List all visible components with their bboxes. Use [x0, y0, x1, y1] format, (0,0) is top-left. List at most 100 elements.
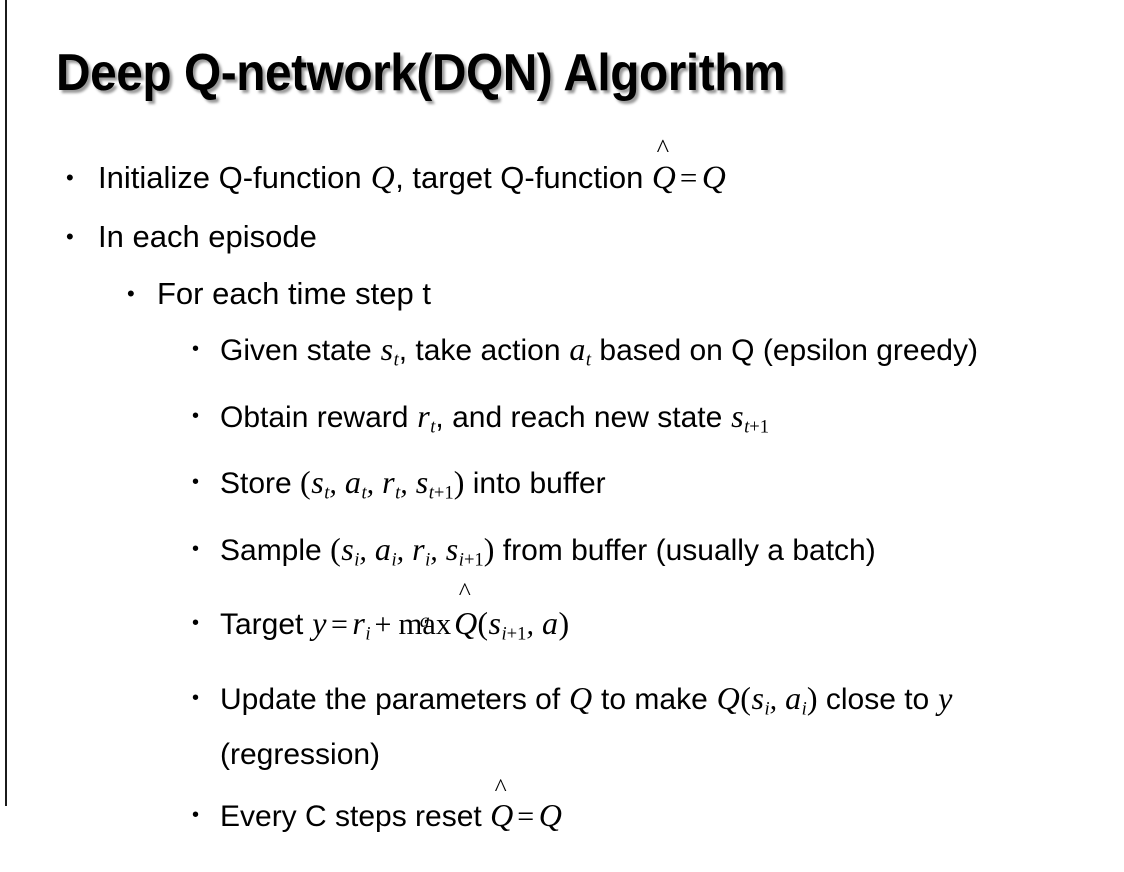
bullet-for-each-time-step: • For each time step t	[0, 266, 1124, 321]
text-fragment: Target	[220, 608, 312, 642]
spacer	[0, 517, 1124, 526]
math-var-q1: Q	[569, 679, 593, 716]
math-var-q2: Q	[701, 159, 726, 196]
text-fragment: , target Q-function	[395, 160, 652, 195]
paren-open: (	[740, 679, 751, 716]
bullet-initialize: • Initialize Q-function Q, target Q-func…	[0, 135, 1124, 207]
math-subscript-t: t	[395, 482, 401, 504]
subscript-offset: +1	[433, 482, 454, 504]
hat-accent-icon: ^	[458, 577, 471, 607]
math-var-y: y	[938, 679, 953, 716]
bullet-sample-text: Sample (si, ai, ri, si+1) from buffer (u…	[220, 526, 1094, 584]
math-q-hat: ^Q	[651, 135, 676, 207]
subscript-offset: +1	[463, 549, 484, 571]
text-fragment: , and reach new state	[435, 400, 731, 434]
max-label: max	[398, 607, 452, 642]
math-subscript-t: t	[393, 349, 399, 371]
math-var-r: r	[417, 397, 430, 434]
math-var-a: a	[541, 605, 559, 642]
math-var-s: s	[380, 331, 394, 367]
bullet-marker-icon: •	[192, 471, 200, 494]
text-fragment: close to	[817, 682, 938, 716]
paren-close: )	[453, 464, 465, 501]
bullet-marker-icon: •	[127, 281, 135, 306]
paren-open: (	[330, 530, 341, 567]
math-comma: ,	[400, 467, 416, 501]
bullet-in-each-episode: • In each episode	[0, 207, 1124, 266]
subscript-letter: t	[744, 416, 750, 438]
math-var-s: s	[311, 464, 324, 501]
text-fragment: Store	[220, 467, 301, 501]
bullet-update-parameters: • Update the parameters of Q to make Q(s…	[0, 675, 1124, 779]
math-var-s: s	[341, 530, 354, 567]
subscript-offset: +1	[506, 623, 527, 645]
math-var-q: Q	[370, 159, 395, 196]
bullet-update-parameters-text: Update the parameters of Q to make Q(si,…	[220, 675, 1094, 779]
math-var-a: a	[374, 530, 391, 567]
paren-close: )	[558, 605, 570, 642]
bullet-given-state-text: Given state st, take action at based on …	[220, 326, 1094, 384]
bullet-marker-icon: •	[192, 338, 200, 360]
hat-accent-icon: ^	[656, 132, 670, 163]
math-subscript-t-plus-1: t+1	[744, 416, 769, 437]
math-var-qhat-base: Q	[651, 159, 676, 196]
spacer	[0, 384, 1124, 393]
math-var-q2: Q	[716, 679, 740, 716]
math-var-a: a	[569, 331, 586, 367]
bullet-store: • Store (st, at, rt, st+1) into buffer	[0, 459, 1124, 517]
text-fragment: to make	[592, 682, 717, 716]
text-fragment: Given state	[220, 334, 381, 367]
bullet-obtain-reward-text: Obtain reward rt, and reach new state st…	[220, 393, 1094, 451]
math-var-s2: s	[415, 464, 429, 501]
page-title: Deep Q-network(DQN) Algorithm	[56, 44, 786, 102]
math-subscript-i: i	[801, 698, 807, 720]
math-subscript-t: t	[324, 482, 330, 504]
math-equals: =	[330, 608, 348, 642]
bullet-list: • Initialize Q-function Q, target Q-func…	[0, 135, 1124, 845]
bullet-marker-icon: •	[192, 804, 200, 827]
max-limit-a: a	[419, 609, 430, 632]
text-fragment: Obtain reward	[220, 400, 417, 434]
math-var-r: r	[412, 530, 425, 567]
hat-accent-icon: ^	[494, 772, 507, 802]
math-subscript-i: i	[391, 549, 397, 571]
math-q-hat: ^Q	[454, 579, 478, 654]
math-comma: ,	[329, 467, 345, 501]
bullet-store-text: Store (st, at, rt, st+1) into buffer	[220, 459, 1094, 517]
bullet-given-state: • Given state st, take action at based o…	[0, 326, 1124, 384]
text-fragment: , take action	[398, 334, 569, 367]
math-var-q: Q	[538, 797, 562, 834]
math-var-s2: s	[445, 530, 459, 567]
subscript-offset: +1	[749, 416, 770, 438]
math-comma: ,	[366, 467, 382, 501]
math-comma: ,	[359, 533, 375, 567]
paren-close: )	[483, 530, 495, 567]
math-var-qhat-base: Q	[490, 797, 514, 834]
spacer	[0, 778, 1124, 787]
bullet-in-each-episode-text: In each episode	[98, 219, 317, 254]
paren-open: (	[477, 605, 489, 642]
bullet-obtain-reward: • Obtain reward rt, and reach new state …	[0, 393, 1124, 451]
text-fragment: Every C steps reset	[220, 800, 491, 834]
math-subscript-i: i	[764, 698, 770, 720]
paren-open: (	[300, 464, 311, 501]
math-subscript-i-plus-1: i+1	[502, 624, 527, 645]
bullet-initialize-text: Initialize Q-function Q, target Q-functi…	[98, 135, 1124, 207]
bullet-every-c-steps: • Every C steps reset ^Q=Q	[0, 774, 1124, 845]
math-var-s: s	[488, 605, 501, 642]
bullet-marker-icon: •	[192, 537, 200, 560]
bullet-marker-icon: •	[192, 404, 200, 427]
math-subscript-i-plus-1: i+1	[459, 549, 484, 570]
bullet-every-c-steps-text: Every C steps reset ^Q=Q	[220, 774, 1094, 845]
math-comma: ,	[396, 533, 412, 567]
math-var-qhat-base: Q	[454, 605, 478, 642]
math-subscript-t-plus-1: t+1	[429, 483, 454, 504]
text-fragment: from buffer (usually a batch)	[494, 533, 876, 567]
subscript-letter: i	[501, 623, 507, 645]
bullet-for-each-time-step-text: For each time step t	[157, 276, 431, 311]
text-fragment: based on Q (epsilon greedy)	[591, 334, 978, 367]
math-comma: ,	[526, 608, 542, 642]
